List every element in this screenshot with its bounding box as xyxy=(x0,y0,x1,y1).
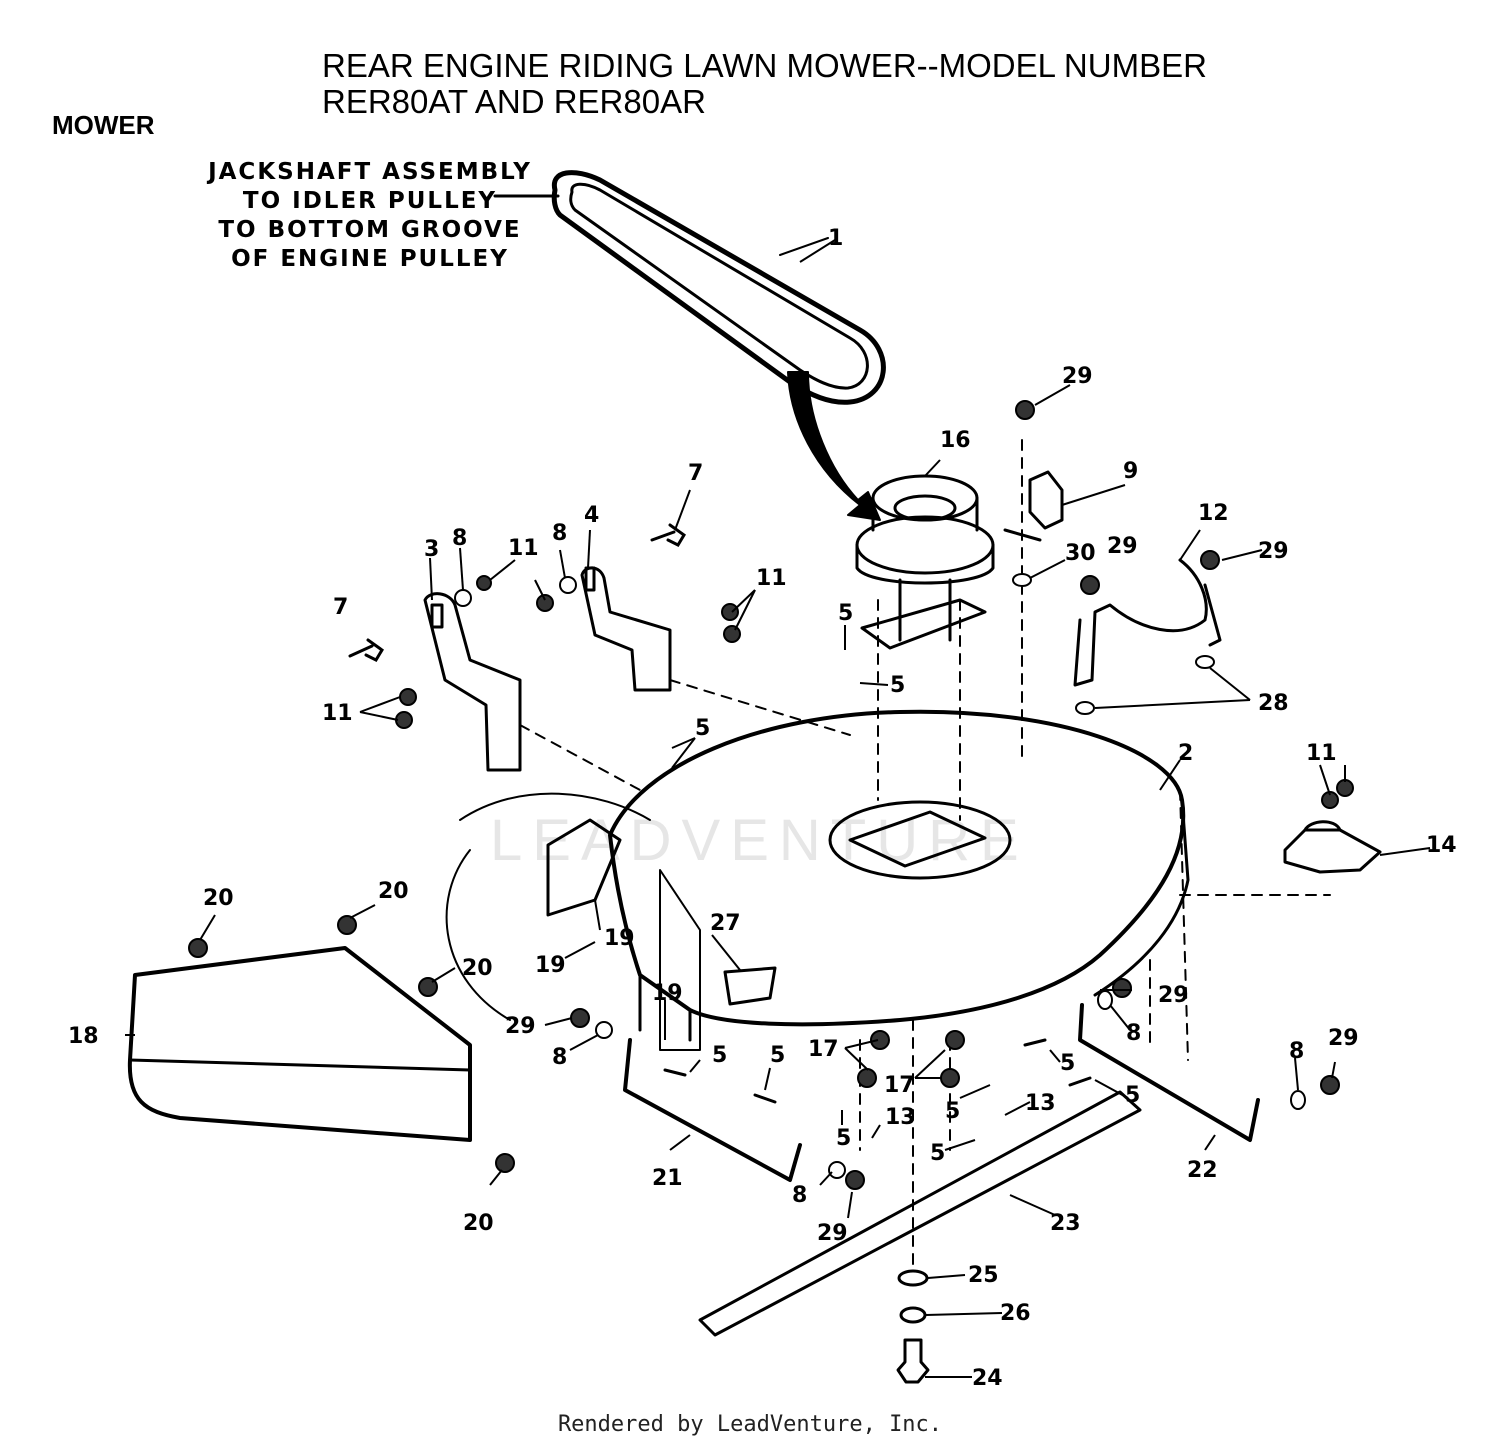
callout-8b: 8 xyxy=(552,521,567,546)
section-label: MOWER xyxy=(52,110,155,140)
note-line-4: OF ENGINE PULLEY xyxy=(231,246,509,272)
bracket-3[interactable] xyxy=(423,592,522,772)
routing-arrow xyxy=(787,371,881,521)
callout-29g: 29 xyxy=(817,1221,848,1246)
callout-13b: 13 xyxy=(1025,1091,1056,1116)
callout-29b: 29 xyxy=(1107,534,1138,559)
callout-11c: 11 xyxy=(322,701,353,726)
note-line-1: JACKSHAFT ASSEMBLY xyxy=(208,159,532,185)
mower-deck[interactable] xyxy=(445,709,1190,1042)
drive-belt[interactable] xyxy=(551,170,886,405)
callout-20b: 20 xyxy=(378,879,409,904)
callout-28: 28 xyxy=(1258,691,1289,716)
blade-bolt-24[interactable] xyxy=(896,1338,930,1384)
callout-30: 30 xyxy=(1065,541,1096,566)
callout-14: 14 xyxy=(1426,833,1457,858)
callout-5h: 5 xyxy=(930,1141,945,1166)
callout-17a: 17 xyxy=(808,1037,839,1062)
callout-12: 12 xyxy=(1198,501,1229,526)
callout-5a: 5 xyxy=(838,601,853,626)
callout-29e: 29 xyxy=(1158,983,1189,1008)
footer-credit: Rendered by LeadVenture, Inc. xyxy=(557,1412,943,1437)
callout-labels: 1 2 3 4 5 5 5 5 5 5 5 5 5 5 7 7 8 8 8 8 … xyxy=(68,226,1457,1391)
callout-5b: 5 xyxy=(890,673,905,698)
washer-26[interactable] xyxy=(899,1306,927,1324)
callout-16: 16 xyxy=(940,428,971,453)
callout-5d: 5 xyxy=(712,1043,727,1068)
washer-25[interactable] xyxy=(897,1269,929,1287)
callout-29d: 29 xyxy=(505,1014,536,1039)
callout-19b: 19 xyxy=(535,953,566,978)
callout-26: 26 xyxy=(1000,1301,1031,1326)
callout-4: 4 xyxy=(584,503,599,528)
callout-24: 24 xyxy=(972,1366,1003,1391)
callout-21: 21 xyxy=(652,1166,683,1191)
mower-blade[interactable] xyxy=(698,1090,1142,1337)
callout-29c: 29 xyxy=(1258,539,1289,564)
callout-11d: 11 xyxy=(1306,741,1337,766)
callout-20a: 20 xyxy=(203,886,234,911)
callout-3: 3 xyxy=(424,537,439,562)
callout-22: 22 xyxy=(1187,1158,1218,1183)
callout-5j: 5 xyxy=(1125,1083,1140,1108)
bracket-12[interactable] xyxy=(1073,558,1222,687)
callout-7a: 7 xyxy=(688,461,703,486)
callout-13a: 13 xyxy=(885,1105,916,1130)
callout-5i: 5 xyxy=(1060,1051,1075,1076)
callout-8f: 8 xyxy=(792,1183,807,1208)
callout-19c: 19 xyxy=(652,981,683,1006)
callout-1: 1 xyxy=(828,226,843,251)
callout-9: 9 xyxy=(1123,459,1138,484)
callout-27: 27 xyxy=(710,911,741,936)
callout-20d: 20 xyxy=(463,1211,494,1236)
page-title: REAR ENGINE RIDING LAWN MOWER--MODEL NUM… xyxy=(322,48,1207,120)
callout-5g: 5 xyxy=(945,1099,960,1124)
chute-hinge-bracket[interactable] xyxy=(546,818,622,917)
bracket-14[interactable] xyxy=(1283,820,1382,874)
rod-22[interactable] xyxy=(1078,1003,1260,1142)
callout-29a: 29 xyxy=(1062,364,1093,389)
note-line-3: TO BOTTOM GROOVE xyxy=(218,217,522,243)
callout-8a: 8 xyxy=(452,526,467,551)
callout-11b: 11 xyxy=(756,566,787,591)
callout-23: 23 xyxy=(1050,1211,1081,1236)
callout-18: 18 xyxy=(68,1024,99,1049)
watermark-text: LEADVENTURE xyxy=(490,808,1029,873)
bracket-4[interactable] xyxy=(580,566,672,692)
callout-17b: 17 xyxy=(884,1073,915,1098)
callout-5e: 5 xyxy=(770,1043,785,1068)
discharge-chute[interactable] xyxy=(127,946,472,1142)
bracket-9[interactable] xyxy=(1003,470,1064,542)
title-line-2: RER80AT AND RER80AR xyxy=(322,83,706,120)
callout-25: 25 xyxy=(968,1263,999,1288)
callout-20c: 20 xyxy=(462,956,493,981)
callout-8d: 8 xyxy=(1126,1021,1141,1046)
title-line-1: REAR ENGINE RIDING LAWN MOWER--MODEL NUM… xyxy=(322,47,1207,84)
note-line-2: TO IDLER PULLEY xyxy=(242,188,498,214)
callout-8e: 8 xyxy=(1289,1039,1304,1064)
callout-5f: 5 xyxy=(836,1126,851,1151)
callout-19a: 19 xyxy=(604,926,635,951)
callout-11a: 11 xyxy=(508,536,539,561)
rod-21[interactable] xyxy=(623,1038,802,1182)
callout-8c: 8 xyxy=(552,1045,567,1070)
belt-routing-note: JACKSHAFT ASSEMBLY TO IDLER PULLEY TO BO… xyxy=(200,158,540,274)
callout-29f: 29 xyxy=(1328,1026,1359,1051)
callout-2: 2 xyxy=(1178,741,1193,766)
callout-5c: 5 xyxy=(695,716,710,741)
callout-7b: 7 xyxy=(333,595,348,620)
